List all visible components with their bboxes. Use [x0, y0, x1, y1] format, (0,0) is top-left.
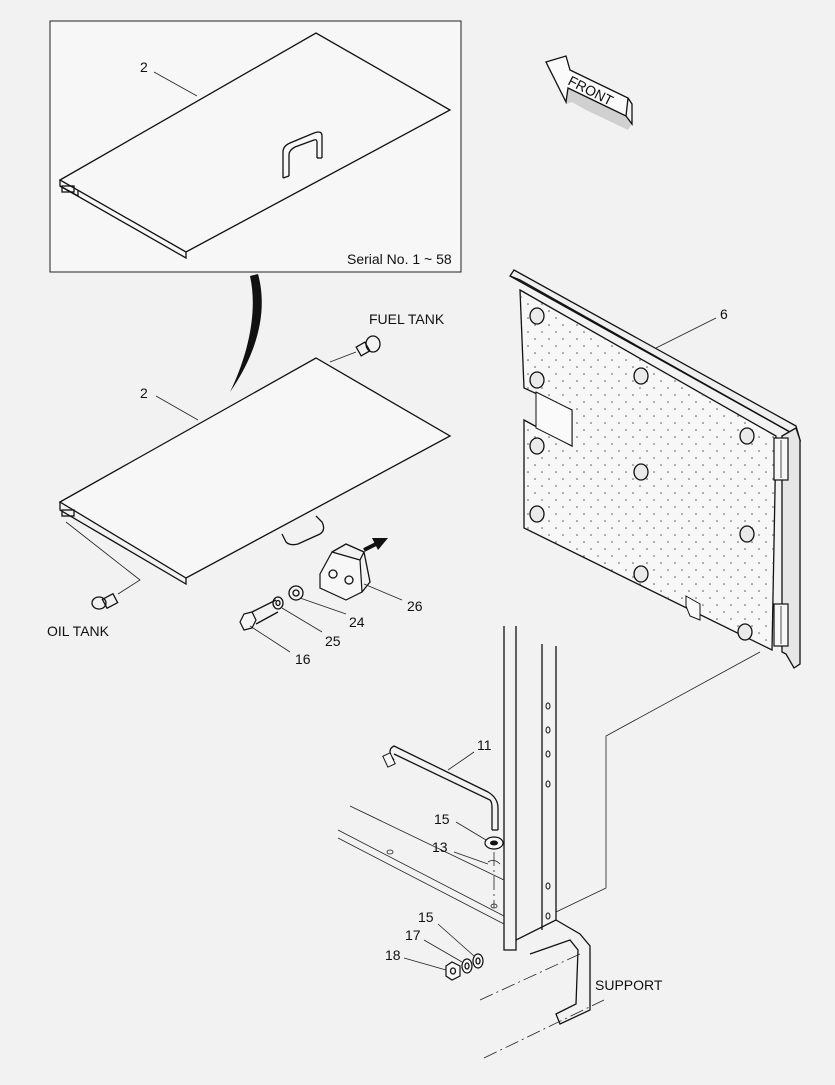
part-number-bolt: 16	[295, 651, 311, 667]
leader-oil-tank	[65, 521, 141, 595]
frame-post	[503, 626, 557, 951]
lock-washer-part	[461, 958, 473, 974]
leader-washer-upper	[455, 821, 487, 841]
part-number-panel: 6	[720, 306, 728, 322]
hinge-upper	[773, 437, 789, 481]
oil-tank-fitting	[91, 592, 119, 610]
arrow-right-icon	[363, 538, 388, 552]
leader-washer-lower	[437, 923, 475, 957]
panel-guide-line	[555, 651, 761, 913]
nut-part	[445, 961, 461, 981]
leader-lock-washer	[423, 939, 463, 963]
bracket-part	[319, 543, 371, 601]
pin-part	[487, 852, 501, 908]
leader-bracket	[363, 583, 403, 601]
hinge-lower	[773, 603, 789, 647]
oil-tank-label: OIL TANK	[47, 623, 110, 639]
serial-range-label: Serial No. 1 ~ 58	[347, 251, 452, 267]
part-number-rod: 11	[477, 737, 492, 753]
side-panel	[509, 269, 802, 669]
cover-plate	[58, 357, 452, 586]
rod-part	[382, 745, 499, 831]
flat-washer-part	[288, 585, 304, 601]
part-number-cover: 2	[140, 385, 148, 401]
leader-rod	[447, 751, 475, 771]
support-bracket	[479, 919, 605, 1059]
leader-bolt	[249, 625, 291, 653]
inset-handle	[282, 131, 323, 179]
part-number-nut: 18	[385, 947, 401, 963]
washer-lower-part	[472, 953, 484, 969]
bolt-part	[239, 599, 279, 631]
part-number-lock-washer: 17	[405, 927, 421, 943]
inset-box: 2 Serial No. 1 ~ 58	[49, 20, 462, 273]
support-label: SUPPORT	[595, 977, 663, 993]
part-number-bracket: 26	[407, 598, 423, 614]
leader-cover	[155, 395, 199, 421]
fuel-tank-label: FUEL TANK	[369, 311, 445, 327]
leader-inset-cover	[153, 71, 198, 97]
part-number-spring-washer: 25	[325, 633, 341, 649]
leader-spring-washer	[281, 607, 323, 633]
inset-connector	[230, 274, 262, 392]
front-arrow-icon: FRONT	[545, 55, 633, 130]
part-number-flat-washer: 24	[349, 614, 365, 630]
part-number-washer-lower: 15	[418, 909, 434, 925]
leader-nut	[403, 957, 447, 971]
part-number-pin: 13	[432, 839, 448, 855]
part-number-inset-cover: 2	[140, 59, 148, 75]
fuel-tank-fitting	[329, 335, 381, 363]
part-number-washer-upper: 15	[434, 811, 450, 827]
washer-upper-part	[484, 836, 504, 850]
base-plate	[337, 805, 505, 925]
inset-cover-plate	[58, 32, 452, 260]
leader-panel	[655, 317, 717, 349]
leader-pin	[453, 851, 489, 865]
spring-washer-part	[272, 596, 284, 610]
leader-flat-washer	[299, 597, 347, 615]
